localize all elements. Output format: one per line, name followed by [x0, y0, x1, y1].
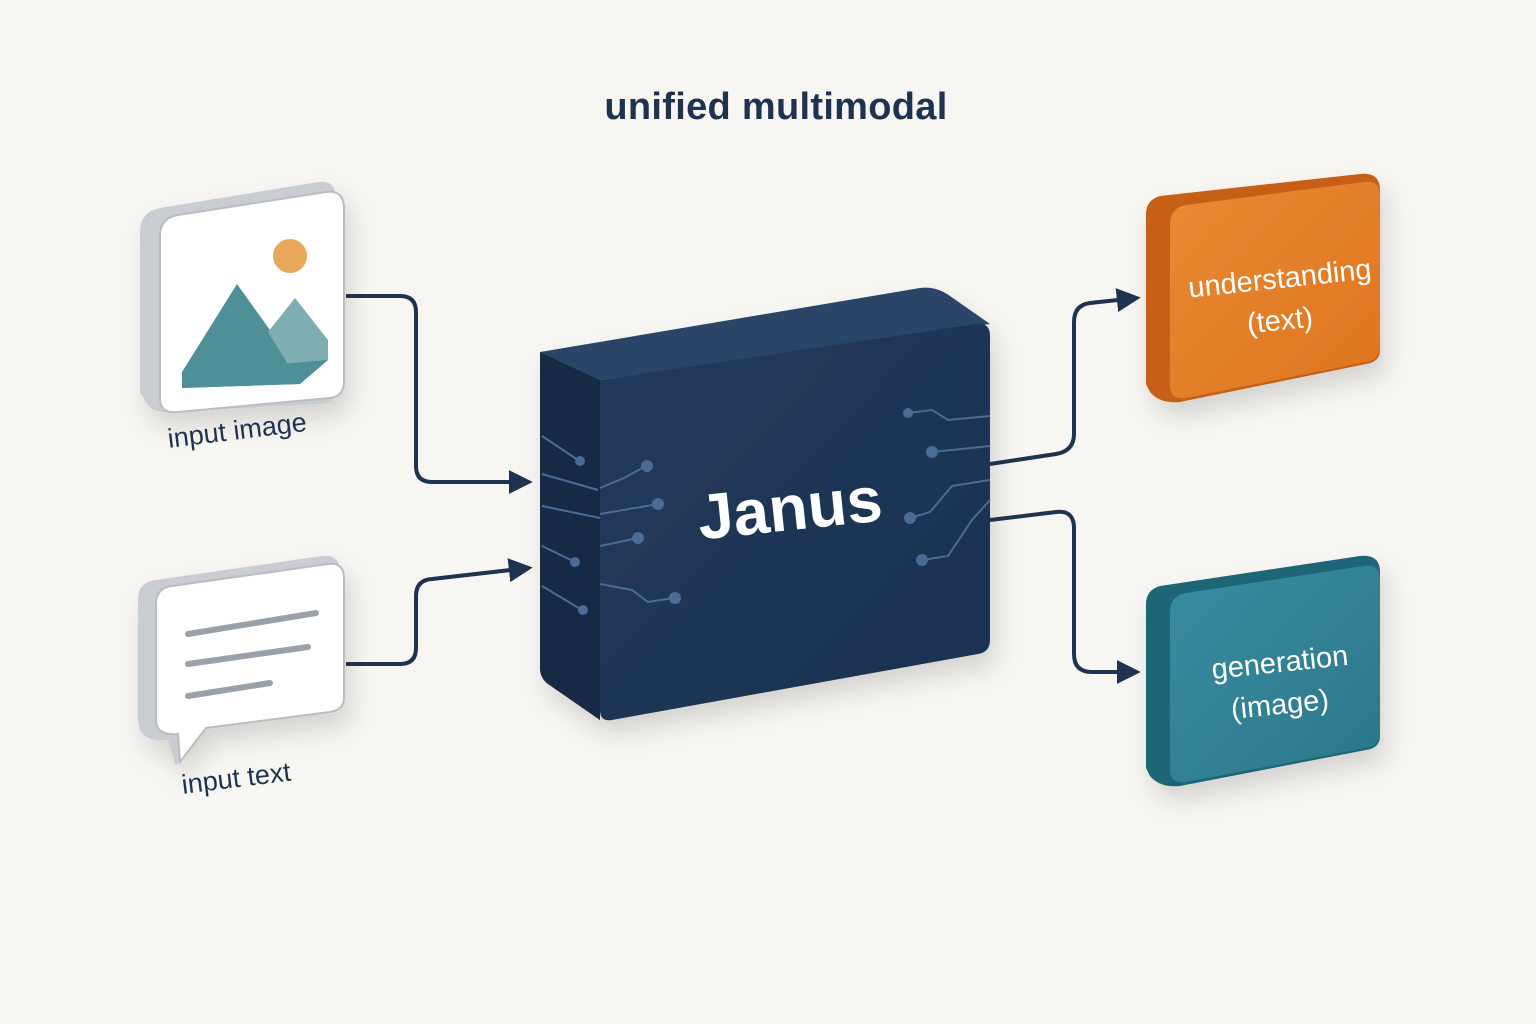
chat-bubble-icon [185, 610, 319, 699]
understanding-output-card [1146, 173, 1380, 403]
connector-text-to-model [346, 558, 533, 666]
image-icon [182, 239, 328, 388]
connector-model-to-generation [989, 509, 1141, 684]
generation-output-card [1146, 555, 1380, 787]
connector-image-to-model [346, 294, 533, 494]
diagram-title: unified multimodal [604, 86, 948, 128]
understanding-line2: (text) [1245, 302, 1314, 341]
circuit-traces [541, 408, 991, 611]
circuit-nodes [570, 408, 938, 615]
janus-model-box [540, 287, 990, 721]
connector-model-to-understanding [989, 288, 1141, 466]
input-text-card [138, 555, 345, 766]
